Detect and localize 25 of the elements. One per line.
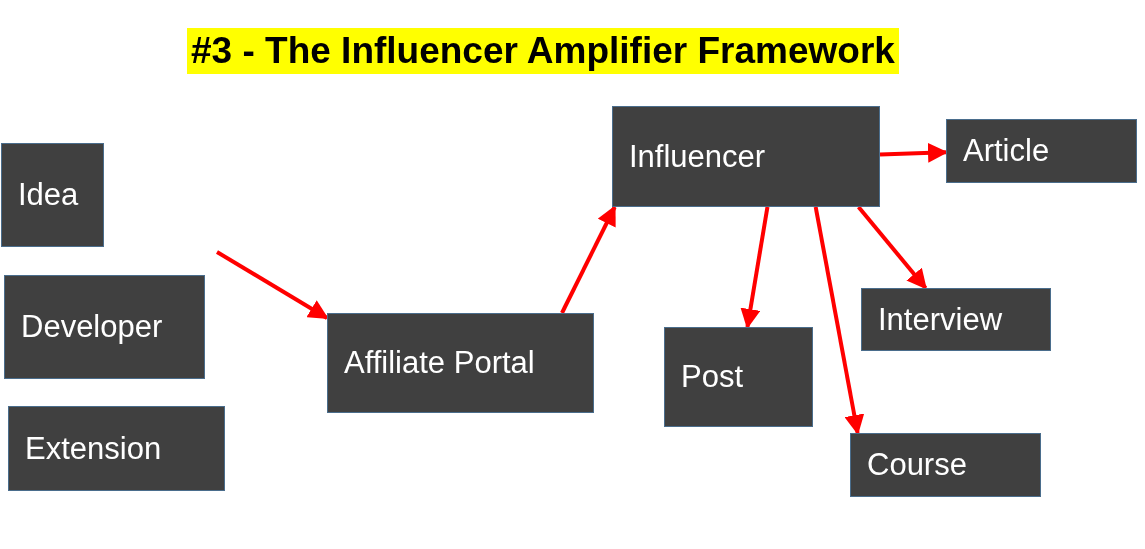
process-box — [850, 433, 1041, 497]
process-box — [8, 406, 225, 491]
process-box — [861, 288, 1051, 351]
title: #3 - The Influencer Amplifier Framework — [187, 28, 899, 74]
box-label: Course — [867, 447, 967, 483]
arrow — [215, 250, 329, 320]
process-box — [327, 313, 594, 413]
arrow — [740, 206, 770, 329]
box-label: Interview — [878, 301, 1003, 338]
process-box — [612, 106, 880, 207]
process-box — [1, 143, 104, 247]
process-box — [4, 275, 205, 379]
box-label: Post — [681, 359, 744, 395]
box-label: Article — [963, 133, 1050, 169]
box-label: Extension — [25, 430, 162, 467]
arrow — [857, 205, 928, 290]
box-label: Idea — [18, 177, 79, 213]
arrow — [813, 206, 865, 435]
arrow — [560, 205, 617, 314]
box-label: Influencer — [629, 138, 766, 175]
process-box — [946, 119, 1137, 183]
process-box — [664, 327, 813, 427]
arrow — [879, 142, 948, 163]
box-label: Affiliate Portal — [344, 345, 535, 381]
box-label: Developer — [21, 309, 163, 345]
